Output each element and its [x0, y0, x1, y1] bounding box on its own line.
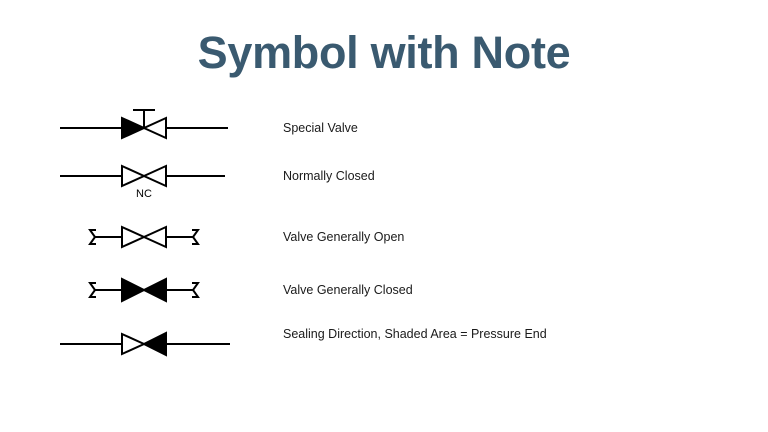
note-normally-closed: Normally Closed	[283, 169, 375, 183]
break-mark-left	[88, 229, 97, 245]
valve-left-triangle-outline	[121, 332, 147, 356]
valve-left-triangle-solid	[121, 277, 147, 303]
symbol-row-sealing-direction: Sealing Direction, Shaded Area = Pressur…	[0, 318, 768, 370]
valve-right-triangle-solid	[141, 277, 167, 303]
valve-right-triangle-outline	[141, 164, 167, 188]
symbol-row-valve-generally-closed: Valve Generally Closed	[0, 264, 768, 316]
page-title: Symbol with Note	[197, 27, 571, 78]
valve-left-triangle-outline	[121, 164, 147, 188]
break-mark-left	[88, 282, 97, 298]
symbol-normally-closed: NC	[40, 150, 255, 202]
break-mark-right	[191, 282, 200, 298]
valve-left-triangle-outline	[121, 225, 147, 249]
note-valve-generally-open: Valve Generally Open	[283, 230, 405, 244]
note-valve-generally-closed: Valve Generally Closed	[283, 283, 413, 297]
symbol-valve-generally-open	[40, 211, 255, 263]
valve-right-triangle-solid	[141, 331, 167, 357]
note-sealing-direction: Sealing Direction, Shaded Area = Pressur…	[283, 327, 547, 341]
symbol-row-normally-closed: NC Normally Closed	[0, 150, 768, 202]
break-mark-right	[191, 229, 200, 245]
symbol-sealing-direction	[40, 318, 255, 370]
valve-inner-label-nc: NC	[136, 188, 152, 200]
valve-left-triangle-solid	[121, 116, 147, 140]
valve-right-triangle-outline	[141, 116, 167, 140]
valve-right-triangle-outline	[141, 225, 167, 249]
note-special-valve: Special Valve	[283, 121, 358, 135]
symbol-row-valve-generally-open: Valve Generally Open	[0, 211, 768, 263]
symbol-row-special-valve: Special Valve	[0, 102, 768, 154]
symbol-special-valve	[40, 102, 255, 154]
symbol-valve-generally-closed	[40, 264, 255, 316]
